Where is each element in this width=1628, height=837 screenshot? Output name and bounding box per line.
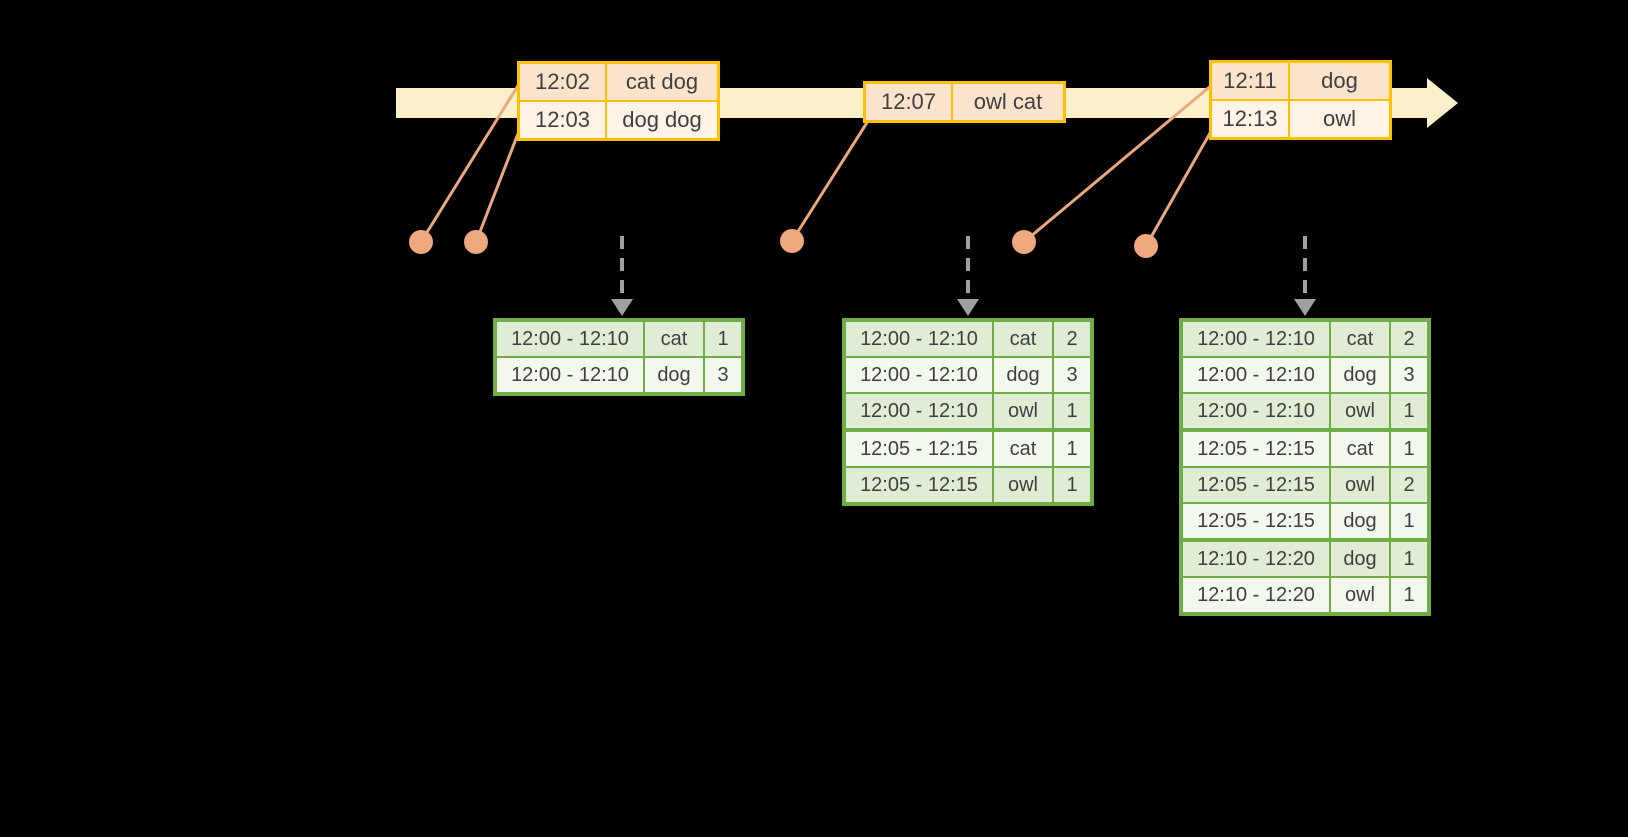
count-cell: 3 bbox=[705, 358, 741, 392]
window-range-cell: 12:00 - 12:10 bbox=[497, 358, 643, 392]
count-cell: 1 bbox=[1054, 432, 1090, 466]
window-range-cell: 12:05 - 12:15 bbox=[846, 468, 992, 502]
event-words-cell: dog dog bbox=[607, 102, 717, 138]
event-connector-line-4 bbox=[1023, 82, 1214, 244]
count-cell: 1 bbox=[1391, 394, 1427, 428]
window-range-cell: 12:05 - 12:15 bbox=[1183, 468, 1329, 502]
word-cell: owl bbox=[1331, 468, 1389, 502]
window-range-cell: 12:00 - 12:10 bbox=[846, 358, 992, 392]
word-cell: cat bbox=[1331, 322, 1389, 356]
event-dot-2 bbox=[464, 230, 488, 254]
window-range-cell: 12:10 - 12:20 bbox=[1183, 542, 1329, 576]
event-dot-5 bbox=[1134, 234, 1158, 258]
word-cell: owl bbox=[1331, 578, 1389, 612]
event-dot-4 bbox=[1012, 230, 1036, 254]
count-cell: 1 bbox=[1391, 432, 1427, 466]
count-cell: 3 bbox=[1391, 358, 1427, 392]
count-cell: 3 bbox=[1054, 358, 1090, 392]
window-range-cell: 12:05 - 12:15 bbox=[846, 432, 992, 466]
event-words-cell: cat dog bbox=[607, 64, 717, 100]
word-cell: dog bbox=[1331, 358, 1389, 392]
timeline-arrowhead-icon bbox=[1427, 78, 1458, 128]
count-cell: 1 bbox=[1054, 394, 1090, 428]
count-cell: 1 bbox=[1391, 542, 1427, 576]
event-dot-3 bbox=[780, 229, 804, 253]
event-time-cell: 12:07 bbox=[866, 84, 951, 120]
event-connector-line-5 bbox=[1144, 125, 1216, 247]
event-words-cell: dog bbox=[1290, 63, 1389, 99]
word-cell: owl bbox=[994, 394, 1052, 428]
window-range-cell: 12:10 - 12:20 bbox=[1183, 578, 1329, 612]
count-cell: 1 bbox=[1054, 468, 1090, 502]
word-cell: dog bbox=[1331, 504, 1389, 538]
word-cell: dog bbox=[1331, 542, 1389, 576]
window-range-cell: 12:00 - 12:10 bbox=[846, 394, 992, 428]
event-words-cell: owl bbox=[1290, 101, 1389, 137]
word-cell: owl bbox=[1331, 394, 1389, 428]
window-range-cell: 12:00 - 12:10 bbox=[1183, 358, 1329, 392]
count-cell: 2 bbox=[1391, 468, 1427, 502]
event-time-cell: 12:03 bbox=[520, 102, 605, 138]
trigger-arrowhead-icon-2 bbox=[957, 299, 979, 316]
trigger-arrowhead-icon-3 bbox=[1294, 299, 1316, 316]
event-connector-line-2 bbox=[474, 125, 523, 243]
count-cell: 1 bbox=[705, 322, 741, 356]
window-range-cell: 12:00 - 12:10 bbox=[1183, 322, 1329, 356]
window-range-cell: 12:00 - 12:10 bbox=[846, 322, 992, 356]
word-cell: dog bbox=[994, 358, 1052, 392]
word-cell: cat bbox=[994, 322, 1052, 356]
word-cell: owl bbox=[994, 468, 1052, 502]
window-range-cell: 12:00 - 12:10 bbox=[1183, 394, 1329, 428]
event-dot-1 bbox=[409, 230, 433, 254]
count-cell: 2 bbox=[1391, 322, 1427, 356]
word-cell: cat bbox=[645, 322, 703, 356]
count-cell: 1 bbox=[1391, 504, 1427, 538]
window-range-cell: 12:05 - 12:15 bbox=[1183, 432, 1329, 466]
trigger-arrowhead-icon-1 bbox=[611, 299, 633, 316]
event-connector-line-1 bbox=[419, 83, 521, 243]
event-connector-line-3 bbox=[790, 120, 870, 242]
event-words-cell: owl cat bbox=[953, 84, 1063, 120]
count-cell: 2 bbox=[1054, 322, 1090, 356]
count-cell: 1 bbox=[1391, 578, 1427, 612]
word-cell: cat bbox=[994, 432, 1052, 466]
event-time-cell: 12:11 bbox=[1212, 63, 1288, 99]
window-range-cell: 12:05 - 12:15 bbox=[1183, 504, 1329, 538]
window-range-cell: 12:00 - 12:10 bbox=[497, 322, 643, 356]
event-time-cell: 12:13 bbox=[1212, 101, 1288, 137]
word-cell: cat bbox=[1331, 432, 1389, 466]
word-cell: dog bbox=[645, 358, 703, 392]
event-time-cell: 12:02 bbox=[520, 64, 605, 100]
